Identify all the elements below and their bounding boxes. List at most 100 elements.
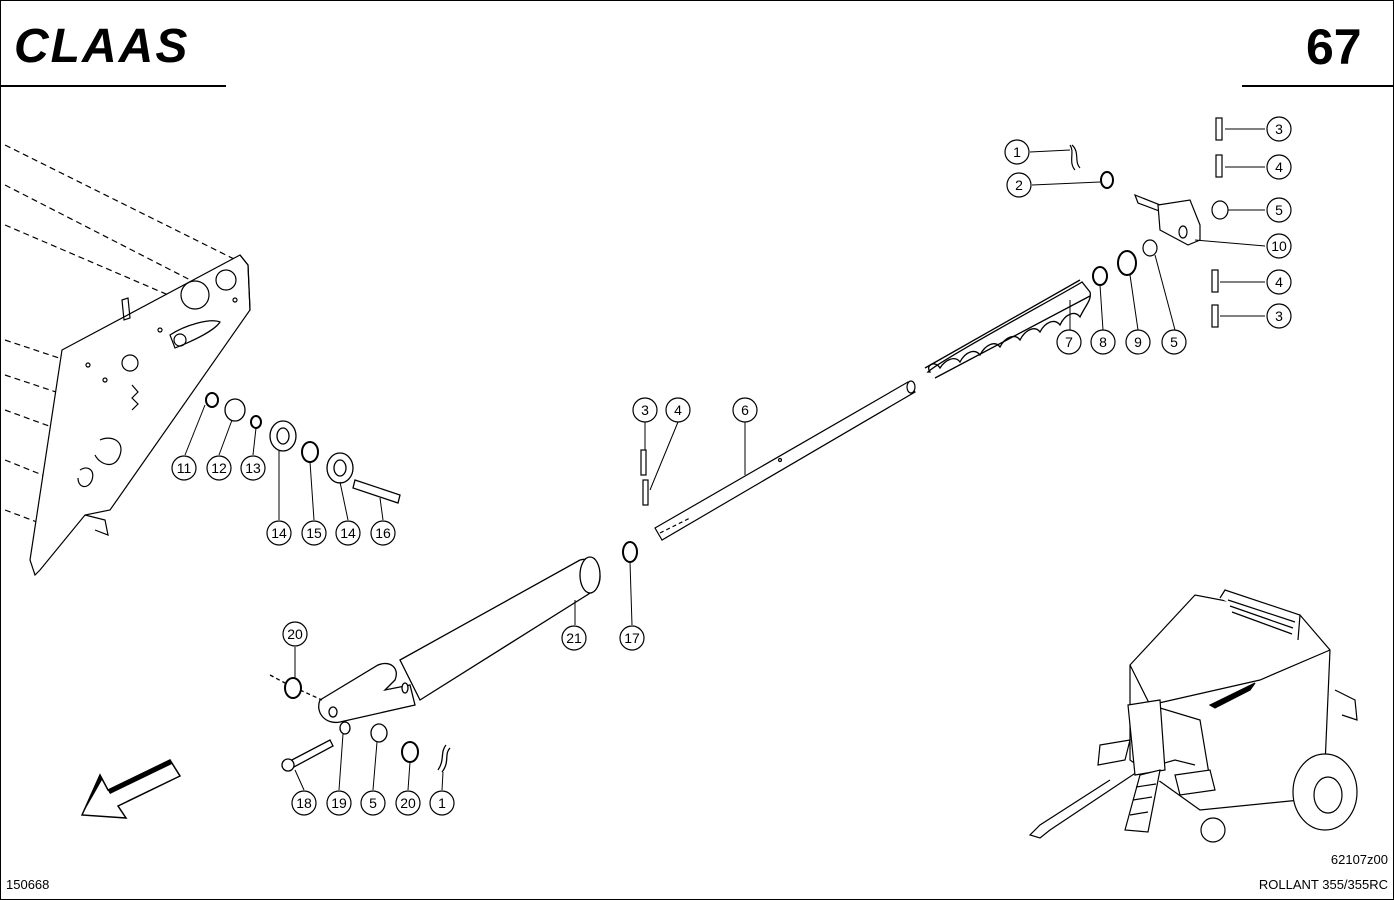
callout-circle — [732, 397, 758, 423]
callout-label: 5 — [1275, 202, 1283, 218]
callout-label: 3 — [1275, 121, 1283, 137]
callout-20: 20 — [395, 790, 421, 816]
callout-circle — [370, 520, 396, 546]
callout-label: 11 — [177, 460, 192, 476]
callout-circle — [1266, 233, 1292, 259]
callout-label: 19 — [331, 795, 347, 811]
callout-9: 9 — [1125, 329, 1151, 355]
drawing-id: 62107z00 — [1331, 852, 1388, 867]
callout-circle — [632, 397, 658, 423]
model-name: ROLLANT 355/355RC — [1259, 877, 1388, 892]
callout-label: 10 — [1271, 238, 1287, 254]
callout-12: 12 — [206, 455, 232, 481]
callout-circle — [301, 520, 327, 546]
callout-3: 3 — [632, 397, 658, 423]
callout-label: 18 — [296, 795, 312, 811]
callout-label: 20 — [400, 795, 416, 811]
callout-label: 4 — [674, 402, 682, 418]
callout-label: 4 — [1275, 274, 1283, 290]
direction-arrow-icon — [80, 759, 182, 819]
callout-label: 1 — [1013, 144, 1021, 160]
callout-2: 2 — [1006, 172, 1032, 198]
callout-10: 10 — [1266, 233, 1292, 259]
callout-label: 8 — [1099, 334, 1107, 350]
callout-6: 6 — [732, 397, 758, 423]
callout-label: 21 — [566, 630, 582, 646]
callout-circle — [266, 520, 292, 546]
callout-4: 4 — [1266, 154, 1292, 180]
callout-circle — [1266, 197, 1292, 223]
callout-5: 5 — [1266, 197, 1292, 223]
callout-3: 3 — [1266, 303, 1292, 329]
callout-label: 5 — [1170, 334, 1178, 350]
callout-19: 19 — [326, 790, 352, 816]
callout-circle — [360, 790, 386, 816]
callout-circle — [1266, 303, 1292, 329]
callout-7: 7 — [1056, 329, 1082, 355]
cylinder-drawing — [269, 556, 601, 773]
callout-circle — [171, 455, 197, 481]
callout-16: 16 — [370, 520, 396, 546]
callout-circle — [1266, 116, 1292, 142]
callout-label: 5 — [369, 795, 377, 811]
callout-14: 14 — [335, 520, 361, 546]
callout-label: 3 — [641, 402, 649, 418]
callout-label: 15 — [306, 525, 322, 541]
callout-1: 1 — [1004, 139, 1030, 165]
callout-20: 20 — [282, 621, 308, 647]
callout-label: 6 — [741, 402, 749, 418]
spring-drawing — [924, 279, 1091, 379]
callout-label: 2 — [1015, 177, 1023, 193]
upper-linkage-drawing — [1069, 117, 1229, 328]
callout-14: 14 — [266, 520, 292, 546]
page-number: 67 — [1306, 19, 1362, 75]
brand-logo: CLAAS — [14, 20, 189, 73]
callout-21: 21 — [561, 625, 587, 651]
callout-13: 13 — [240, 455, 266, 481]
callout-15: 15 — [301, 520, 327, 546]
callout-circle — [1006, 172, 1032, 198]
document-id: 150668 — [6, 877, 49, 892]
callout-circle — [291, 790, 317, 816]
callout-circle — [1161, 329, 1187, 355]
callout-17: 17 — [619, 625, 645, 651]
leader-lines — [184, 128, 1266, 791]
callout-label: 12 — [211, 460, 227, 476]
callout-circle — [326, 790, 352, 816]
callout-5: 5 — [360, 790, 386, 816]
callout-label: 1 — [438, 795, 446, 811]
callout-label: 14 — [271, 525, 287, 541]
callout-circle — [1090, 329, 1116, 355]
callout-label: 4 — [1275, 159, 1283, 175]
callout-circle — [1004, 139, 1030, 165]
callout-circle — [1266, 269, 1292, 295]
callout-label: 14 — [340, 525, 356, 541]
callout-circle — [335, 520, 361, 546]
baler-overview-drawing — [1028, 589, 1358, 843]
brand-logo-text: CLAAS — [14, 20, 189, 73]
callout-4: 4 — [665, 397, 691, 423]
callout-circle — [395, 790, 421, 816]
bearing-stack-drawing — [205, 392, 401, 504]
callout-8: 8 — [1090, 329, 1116, 355]
callout-1: 1 — [429, 790, 455, 816]
callout-label: 16 — [375, 525, 391, 541]
callout-circle — [240, 455, 266, 481]
callout-label: 13 — [245, 460, 261, 476]
callout-circle — [1266, 154, 1292, 180]
callout-circle — [665, 397, 691, 423]
callout-label: 3 — [1275, 308, 1283, 324]
shaft-drawing — [622, 380, 916, 563]
baler-frame-drawing — [4, 144, 251, 577]
callout-circle — [206, 455, 232, 481]
callout-circle — [561, 625, 587, 651]
callout-circle — [1125, 329, 1151, 355]
callout-5: 5 — [1161, 329, 1187, 355]
callout-4: 4 — [1266, 269, 1292, 295]
callout-label: 17 — [624, 630, 640, 646]
callout-circle — [1056, 329, 1082, 355]
callout-circle — [282, 621, 308, 647]
callout-circle — [619, 625, 645, 651]
